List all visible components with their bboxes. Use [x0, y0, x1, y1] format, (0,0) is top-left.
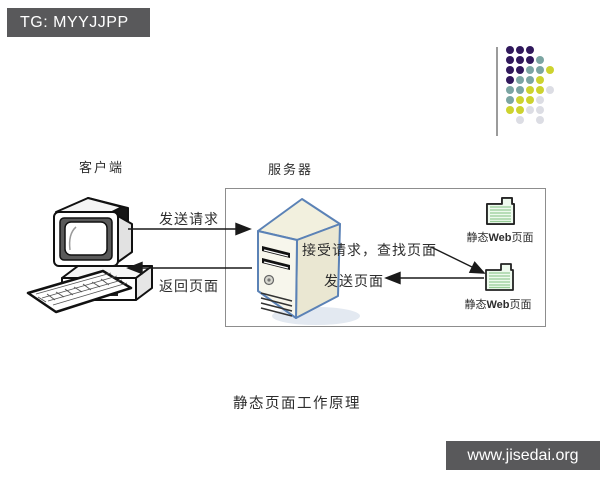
decor-dot: [506, 106, 514, 114]
decor-dot: [526, 86, 534, 94]
decor-dot: [516, 106, 524, 114]
decor-dot: [516, 96, 524, 104]
decor-dot: [506, 76, 514, 84]
telegram-watermark-badge: TG: MYYJJPP: [7, 8, 150, 37]
static-page-icon-bottom: [485, 263, 514, 291]
website-watermark-badge: www.jisedai.org: [446, 441, 600, 470]
return-page-label: 返回页面: [159, 280, 219, 295]
server-tower-icon: [257, 198, 360, 325]
send-page-label: 发送页面: [324, 275, 384, 290]
find-page-arrow: [430, 246, 473, 268]
decor-dot: [506, 46, 514, 54]
decor-dot: [536, 56, 544, 64]
decor-dot: [506, 96, 514, 104]
decor-dot: [506, 86, 514, 94]
return-page-arrowhead: [126, 261, 143, 275]
decor-dot: [536, 86, 544, 94]
send-page-arrowhead: [384, 271, 401, 285]
decor-dot: [516, 46, 524, 54]
client-label: 客户端: [79, 160, 125, 175]
decor-dot: [536, 76, 544, 84]
server-label: 服务器: [268, 162, 314, 177]
static-page-label-top: 静态Web页面: [466, 232, 534, 244]
decor-dot: [516, 56, 524, 64]
decor-dot: [536, 106, 544, 114]
server-vents: [260, 292, 293, 317]
send-request-label: 发送请求: [159, 213, 219, 228]
diagram-caption: 静态页面工作原理: [233, 396, 361, 412]
decor-dot: [536, 66, 544, 74]
decor-dot: [516, 86, 524, 94]
decor-dot: [526, 96, 534, 104]
client-computer-icon: [26, 197, 153, 314]
decor-dot: [546, 86, 554, 94]
decor-dot: [526, 106, 534, 114]
decor-dot: [536, 116, 544, 124]
keyboard: [26, 269, 133, 314]
decor-dot: [536, 96, 544, 104]
decor-dot: [516, 76, 524, 84]
decor-dot: [526, 76, 534, 84]
decor-dot: [516, 116, 524, 124]
server-boundary-box: [225, 188, 546, 327]
decor-dot: [526, 66, 534, 74]
server-drive-bays: [262, 246, 290, 270]
send-request-arrowhead: [235, 222, 252, 236]
accept-find-label: 接受请求，查找页面: [302, 244, 437, 259]
monitor-screen: [64, 221, 108, 256]
decor-dot: [506, 56, 514, 64]
decor-dot: [506, 66, 514, 74]
decor-dot: [546, 66, 554, 74]
decor-dot: [516, 66, 524, 74]
find-page-arrowhead: [468, 261, 486, 274]
static-page-label-bottom: 静态Web页面: [464, 299, 532, 311]
static-page-icon-top: [486, 197, 515, 225]
decor-dot: [526, 56, 534, 64]
decor-divider-line: [496, 47, 498, 136]
decor-dot: [526, 46, 534, 54]
